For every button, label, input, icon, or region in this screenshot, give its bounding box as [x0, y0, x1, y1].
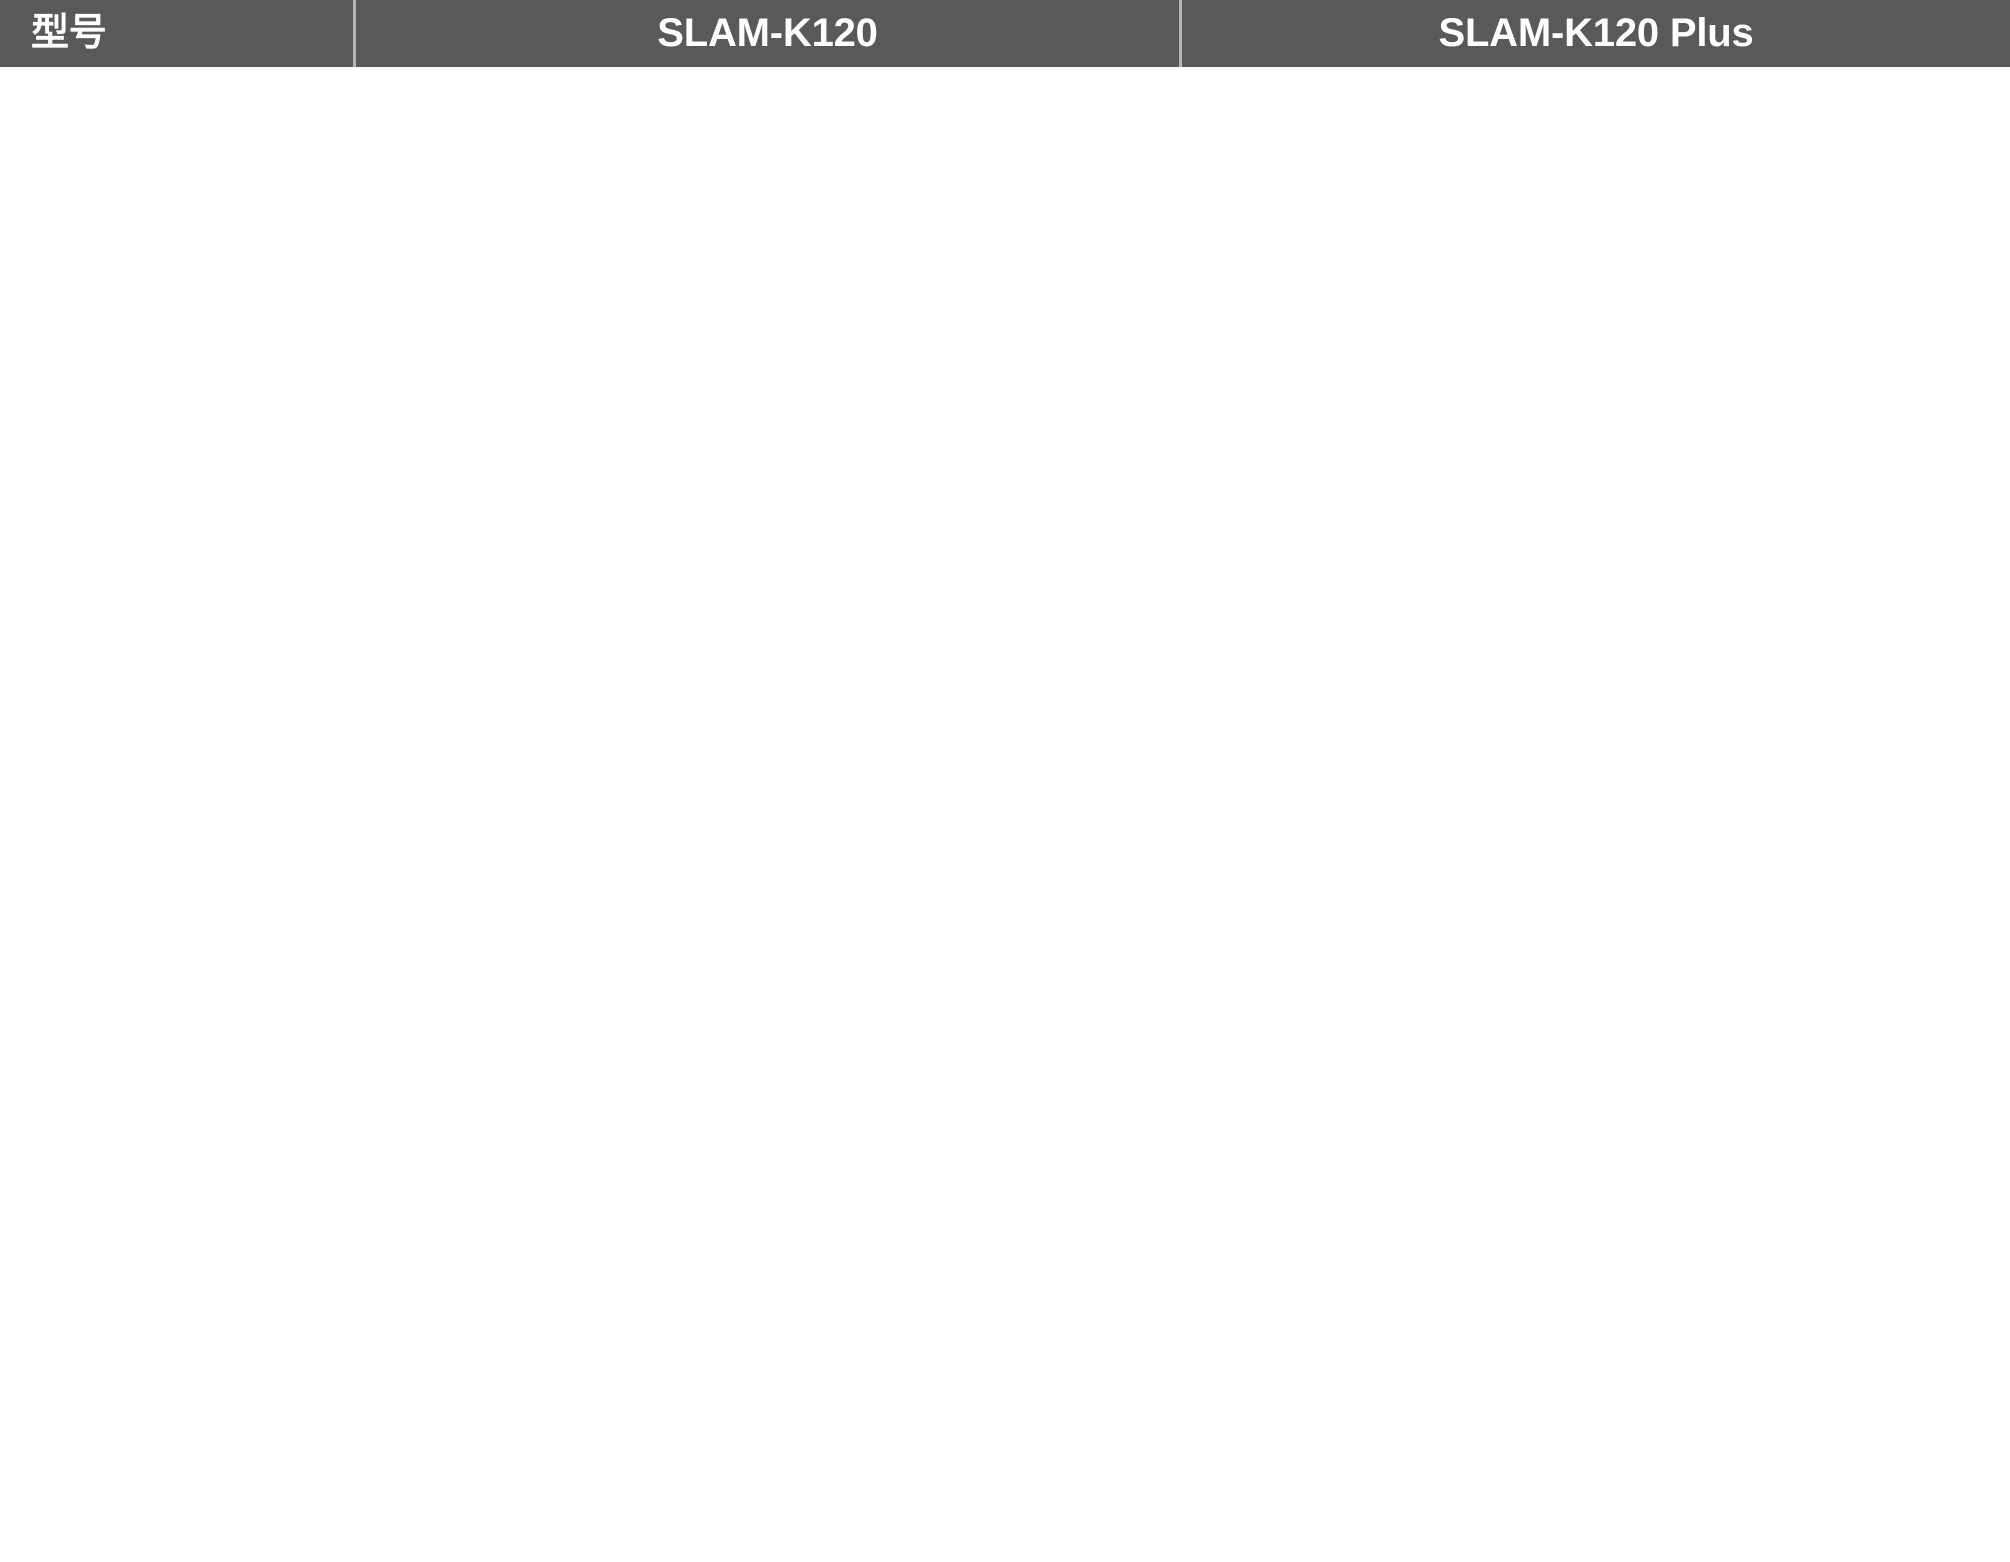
column-header-slam-k120: SLAM-K120	[356, 0, 1179, 67]
column-divider-1	[353, 0, 356, 67]
column-divider-2	[1179, 0, 1182, 67]
column-header-model: 型号	[0, 0, 353, 67]
column-header-slam-k120-plus: SLAM-K120 Plus	[1182, 0, 2010, 67]
table-body	[0, 67, 2010, 1562]
table-header-row: 型号 SLAM-K120 SLAM-K120 Plus	[0, 0, 2010, 67]
